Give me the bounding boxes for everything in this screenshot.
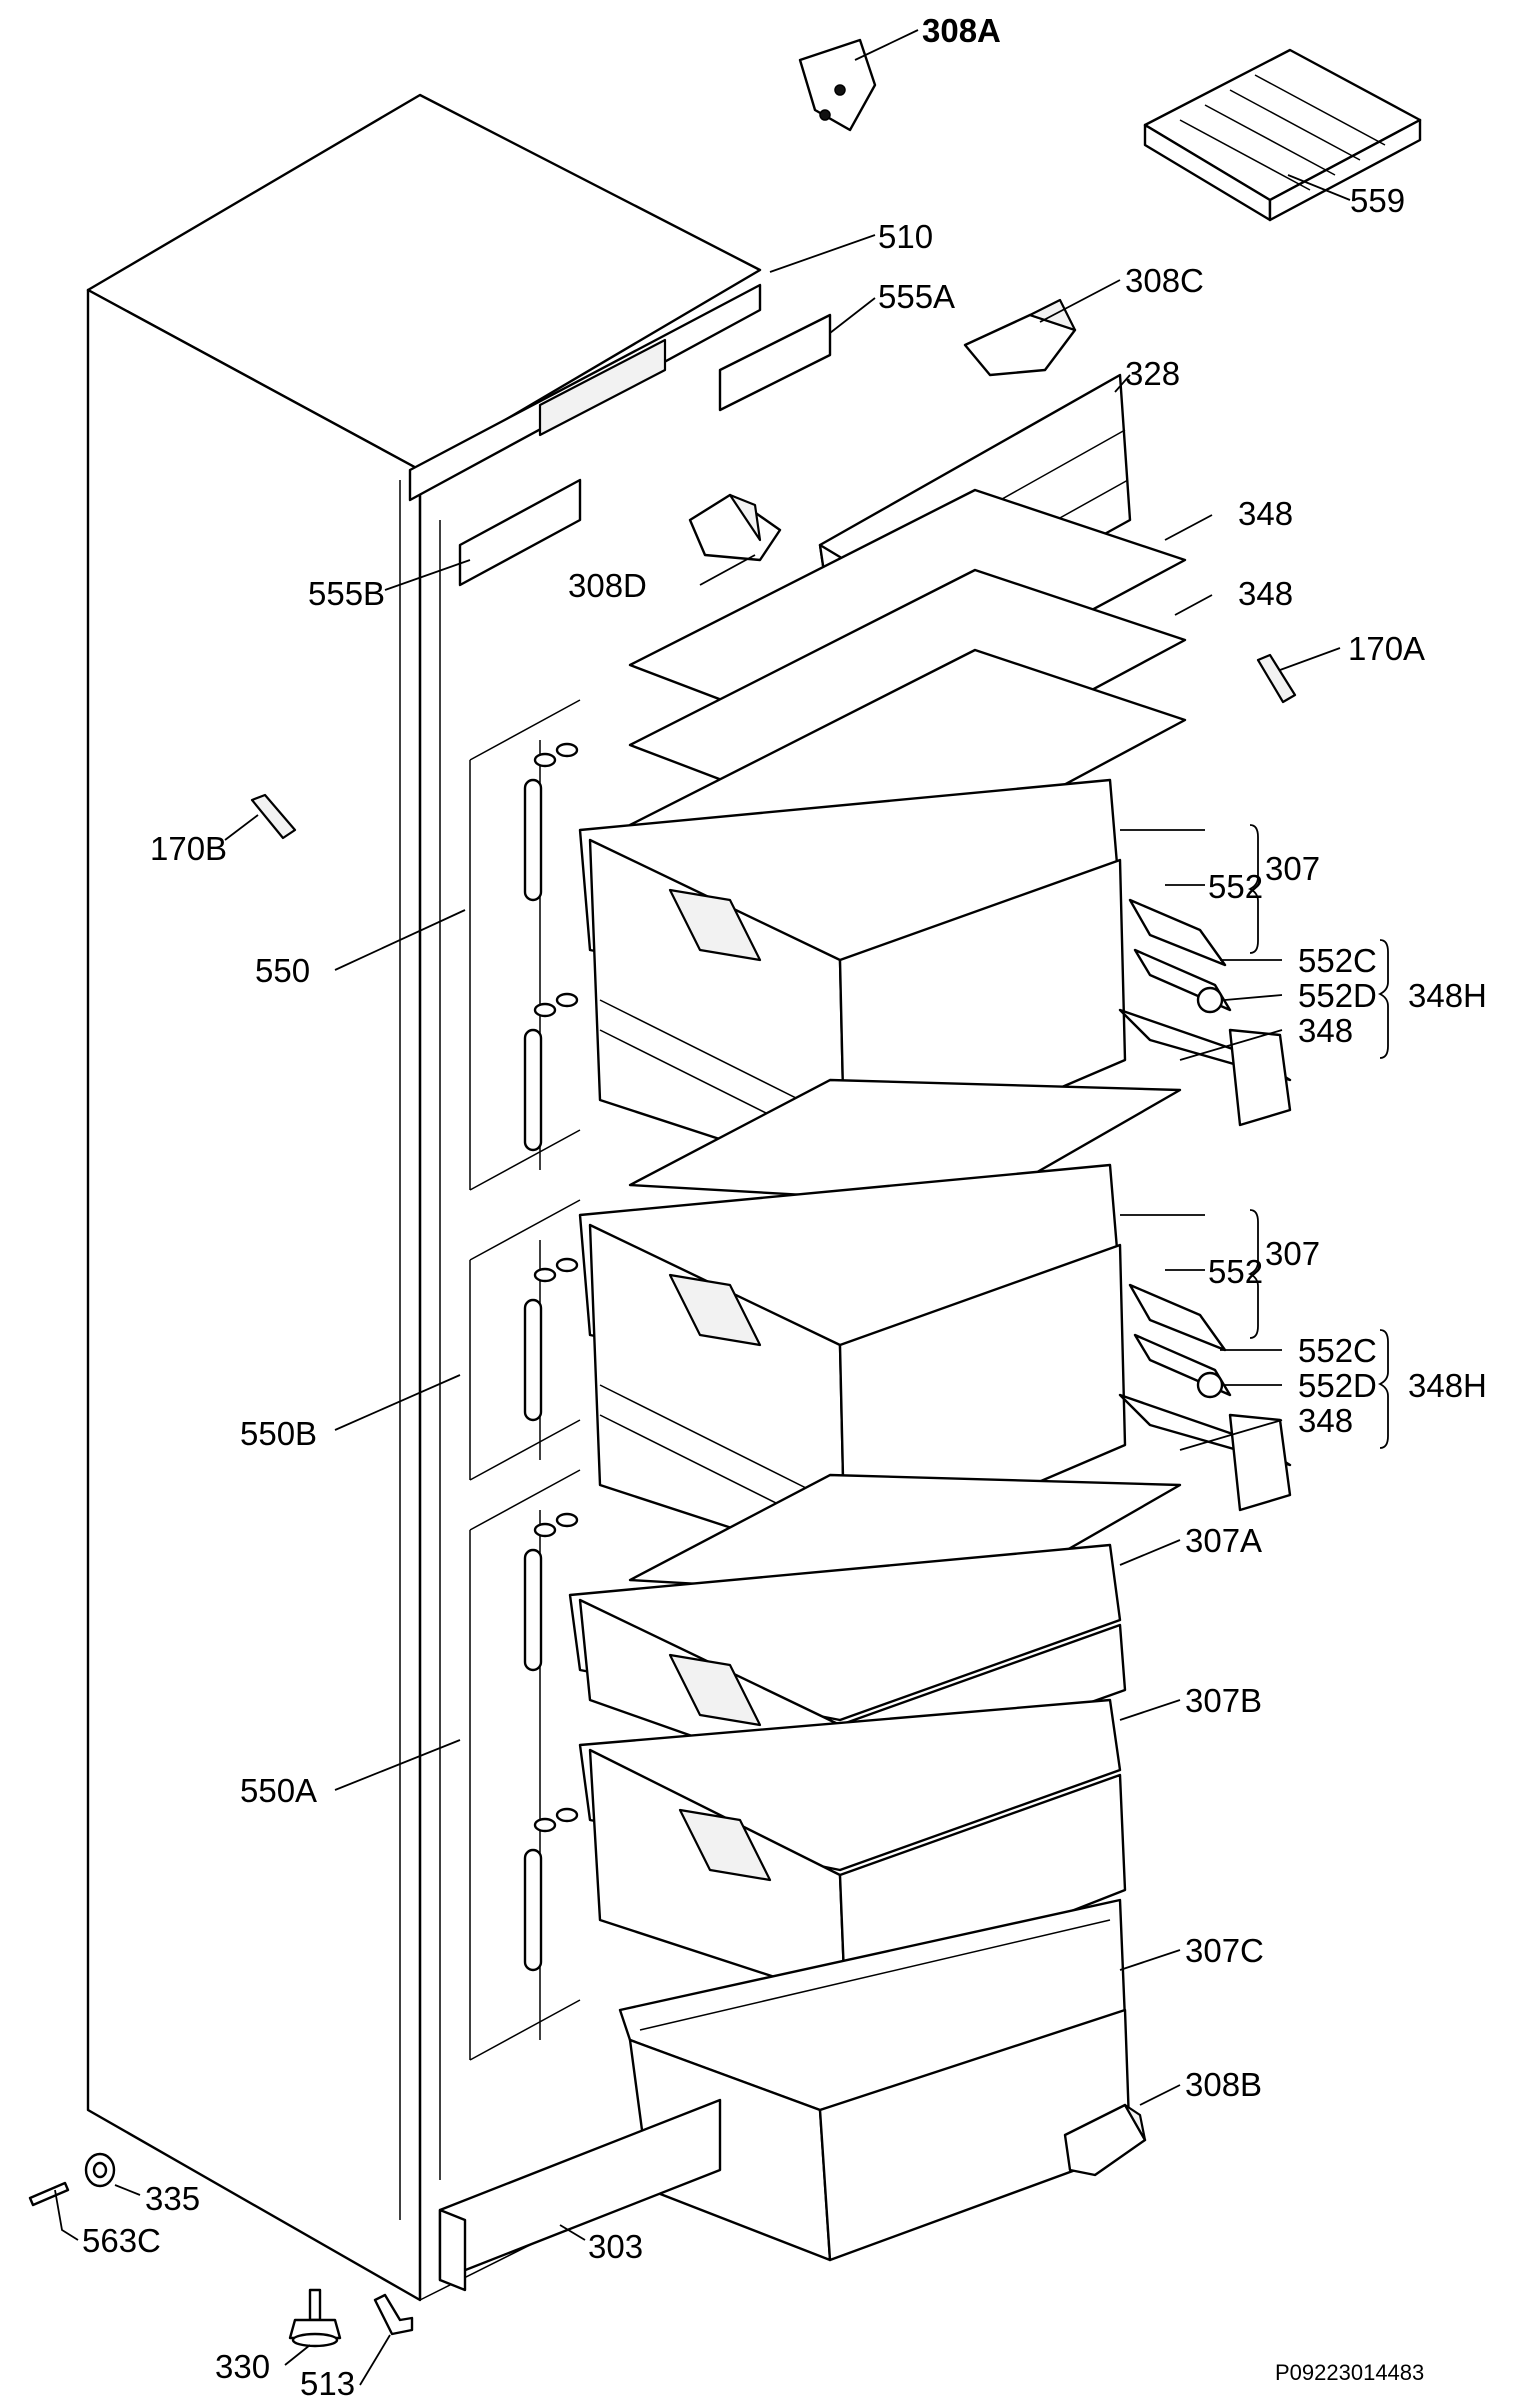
label-335: 335 xyxy=(145,2180,200,2217)
clip-170B xyxy=(250,793,297,840)
kickplate-303 xyxy=(438,2098,722,2292)
pin-563C xyxy=(28,2181,70,2207)
hinge-308A xyxy=(798,38,877,132)
label-563C: 563C xyxy=(82,2222,161,2259)
label-330: 330 xyxy=(215,2348,270,2385)
hinge-308D xyxy=(688,493,782,562)
label-308B: 308B xyxy=(1185,2066,1262,2103)
part-labels: 308A 559 510 555A 308C 328 348 348 170A … xyxy=(82,12,1487,2400)
label-328: 328 xyxy=(1125,355,1180,392)
hinge-308C xyxy=(963,298,1077,377)
cabinet-body xyxy=(86,93,762,2302)
drawer-307B xyxy=(578,1698,1127,2002)
label-555B: 555B xyxy=(308,575,385,612)
foot-335 xyxy=(84,2152,116,2188)
label-348H-2: 348H xyxy=(1408,1367,1487,1404)
label-348-4: 348 xyxy=(1298,1402,1353,1439)
label-555A: 555A xyxy=(878,278,955,315)
label-348-1: 348 xyxy=(1238,495,1293,532)
label-348H-1: 348H xyxy=(1408,977,1487,1014)
label-170A: 170A xyxy=(1348,630,1425,667)
strip-555B xyxy=(458,478,582,587)
label-552-1: 552 xyxy=(1208,868,1263,905)
label-307A: 307A xyxy=(1185,1522,1262,1559)
label-307C: 307C xyxy=(1185,1932,1264,1969)
label-552C-1: 552C xyxy=(1298,942,1377,979)
leader-lines xyxy=(54,29,1389,2386)
label-552D-1: 552D xyxy=(1298,977,1377,1014)
label-307-1: 307 xyxy=(1265,850,1320,887)
control-panel-510 xyxy=(408,283,762,502)
bracket-513 xyxy=(373,2293,414,2336)
label-308C: 308C xyxy=(1125,262,1204,299)
strip-555A xyxy=(718,313,832,412)
label-552C-2: 552C xyxy=(1298,1332,1377,1369)
drawer-307C xyxy=(618,1898,1132,2262)
label-552-2: 552 xyxy=(1208,1253,1263,1290)
label-170B: 170B xyxy=(150,830,227,867)
rails-middle xyxy=(1118,1283,1292,1512)
hinge-308B xyxy=(1063,2103,1147,2177)
clip-170A xyxy=(1256,653,1297,704)
foot-330 xyxy=(288,2288,342,2348)
rails-upper xyxy=(1118,898,1292,1127)
label-303: 303 xyxy=(588,2228,643,2265)
label-559: 559 xyxy=(1350,182,1405,219)
label-550B: 550B xyxy=(240,1415,317,1452)
grille-559 xyxy=(1143,48,1422,222)
label-348-2: 348 xyxy=(1238,575,1293,612)
label-552D-2: 552D xyxy=(1298,1367,1377,1404)
label-550A: 550A xyxy=(240,1772,317,1809)
label-513: 513 xyxy=(300,2365,355,2400)
label-307B: 307B xyxy=(1185,1682,1262,1719)
drawing-code: P09223014483 xyxy=(1275,2360,1424,2385)
label-510: 510 xyxy=(878,218,933,255)
label-307-2: 307 xyxy=(1265,1235,1320,1272)
label-348-3: 348 xyxy=(1298,1012,1353,1049)
label-308A: 308A xyxy=(922,12,1001,49)
label-308D: 308D xyxy=(568,567,647,604)
label-550: 550 xyxy=(255,952,310,989)
